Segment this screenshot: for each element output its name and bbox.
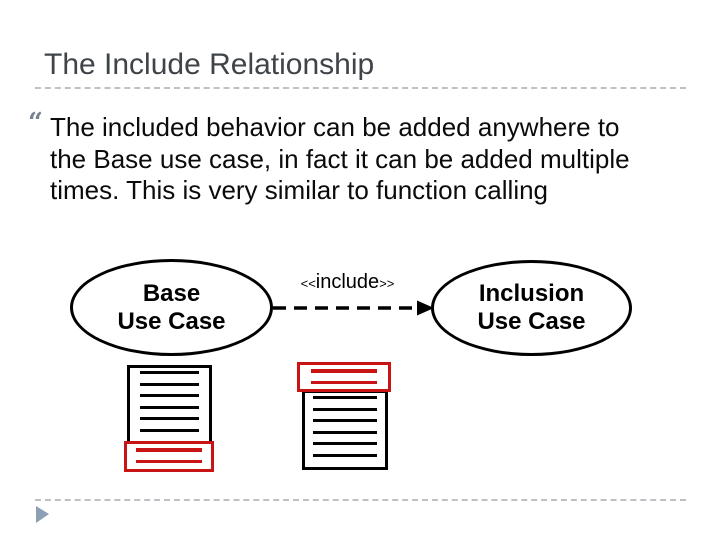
document-text-line xyxy=(313,453,377,457)
body-text: The included behavior can be added anywh… xyxy=(50,112,630,207)
document-text-line xyxy=(140,428,199,432)
slide-title: The Include Relationship xyxy=(44,48,375,81)
base-document-icon xyxy=(127,365,212,445)
title-divider xyxy=(35,87,686,89)
included-text-line xyxy=(136,459,202,463)
stereotype-open-brackets: << xyxy=(300,276,316,291)
footer-triangle-icon xyxy=(36,506,49,523)
base-use-case-label-line2: Use Case xyxy=(117,307,226,335)
included-section-bottom-icon xyxy=(124,441,214,472)
body-line: The included behavior can be added anywh… xyxy=(50,112,620,142)
document-text-line xyxy=(313,442,377,445)
include-stereotype-label: <<include>> xyxy=(280,271,415,295)
document-text-line xyxy=(313,430,377,434)
document-text-line xyxy=(313,407,377,411)
document-text-line xyxy=(140,394,199,397)
base-use-case-label-line1: Base xyxy=(142,279,201,307)
included-text-line xyxy=(136,448,202,452)
document-text-line xyxy=(313,396,377,399)
included-text-line xyxy=(311,369,377,373)
document-text-line xyxy=(140,417,199,420)
body-line: times. This is very similar to function … xyxy=(50,175,549,205)
document-text-line xyxy=(140,405,199,409)
document-text-line xyxy=(140,382,199,386)
inclusion-use-case-label-line1: Inclusion xyxy=(478,280,585,307)
include-dependency-arrow-icon xyxy=(273,300,434,316)
quote-bullet-icon: “ xyxy=(28,108,43,138)
inclusion-use-case-label-line2: Use Case xyxy=(477,308,586,335)
stereotype-word: include xyxy=(315,271,380,293)
document-text-line xyxy=(140,371,199,374)
document-text-line xyxy=(313,419,377,422)
footer-divider xyxy=(35,499,686,501)
base-use-case-ellipse: Base Use Case xyxy=(70,259,273,356)
stereotype-close-brackets: >> xyxy=(379,276,395,291)
inclusion-use-case-ellipse: Inclusion Use Case xyxy=(431,260,632,356)
inclusion-document-icon xyxy=(302,390,388,470)
body-line: the Base use case, in fact it can be add… xyxy=(50,143,630,174)
included-section-top-icon xyxy=(297,362,391,392)
included-text-line xyxy=(311,380,377,384)
